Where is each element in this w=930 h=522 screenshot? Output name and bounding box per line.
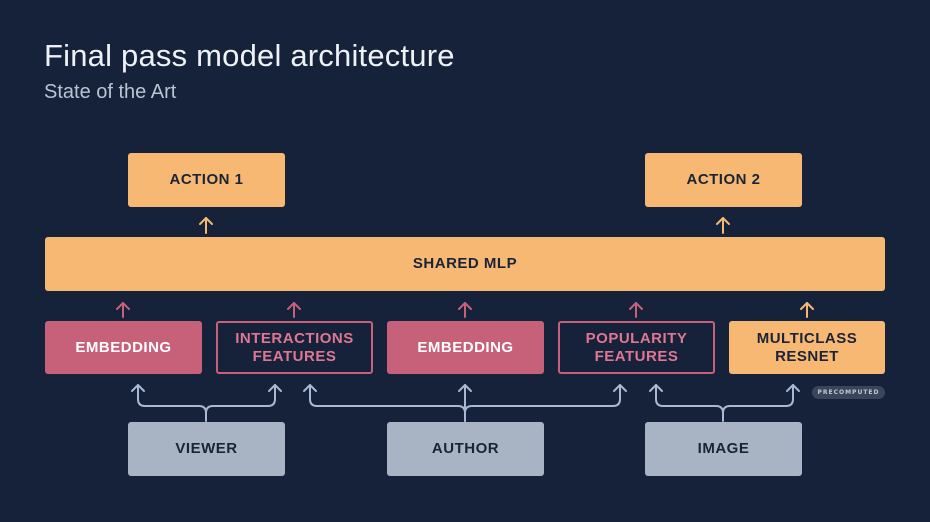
image-box: IMAGE: [645, 422, 802, 476]
page-title: Final pass model architecture: [44, 38, 455, 73]
popularity-line1: POPULARITY: [585, 329, 688, 347]
image-label: IMAGE: [697, 440, 750, 457]
arrow-embedding-viewer-to-mlp: [116, 302, 130, 318]
action-2-label: ACTION 2: [686, 171, 761, 188]
action-2-box: ACTION 2: [645, 153, 802, 207]
embedding-author-label: EMBEDDING: [417, 338, 514, 356]
arrow-mlp-to-action1: [199, 217, 213, 234]
page-subtitle: State of the Art: [44, 81, 177, 103]
interactions-line1: INTERACTIONS: [235, 329, 354, 347]
viewer-label: VIEWER: [175, 440, 238, 457]
action-1-box: ACTION 1: [128, 153, 285, 207]
branch-author: [303, 384, 627, 422]
arrow-resnet-to-mlp: [800, 302, 814, 318]
action-1-label: ACTION 1: [169, 171, 244, 188]
author-box: AUTHOR: [387, 422, 544, 476]
viewer-box: VIEWER: [128, 422, 285, 476]
shared-mlp-label: SHARED MLP: [412, 255, 518, 272]
branch-viewer: [131, 384, 282, 422]
arrow-interactions-to-mlp: [287, 302, 301, 318]
arrow-popularity-to-mlp: [629, 302, 643, 318]
arrow-embedding-author-to-mlp: [458, 302, 472, 318]
interactions-line2: FEATURES: [252, 347, 337, 365]
popularity-line2: FEATURES: [594, 347, 679, 365]
shared-mlp-box: SHARED MLP: [45, 237, 885, 291]
resnet-line1: MULTICLASS: [756, 329, 858, 347]
precomputed-badge: PRECOMPUTED: [812, 386, 885, 399]
embedding-author-box: EMBEDDING: [387, 321, 544, 374]
resnet-line2: RESNET: [775, 347, 839, 365]
multiclass-resnet-box: MULTICLASS RESNET: [729, 321, 885, 374]
popularity-features-box: POPULARITY FEATURES: [558, 321, 715, 374]
embedding-viewer-label: EMBEDDING: [75, 338, 172, 356]
interactions-features-box: INTERACTIONS FEATURES: [216, 321, 373, 374]
author-label: AUTHOR: [431, 440, 500, 457]
arrow-mlp-to-action2: [716, 217, 730, 234]
branch-image: [649, 384, 800, 422]
embedding-viewer-box: EMBEDDING: [45, 321, 202, 374]
